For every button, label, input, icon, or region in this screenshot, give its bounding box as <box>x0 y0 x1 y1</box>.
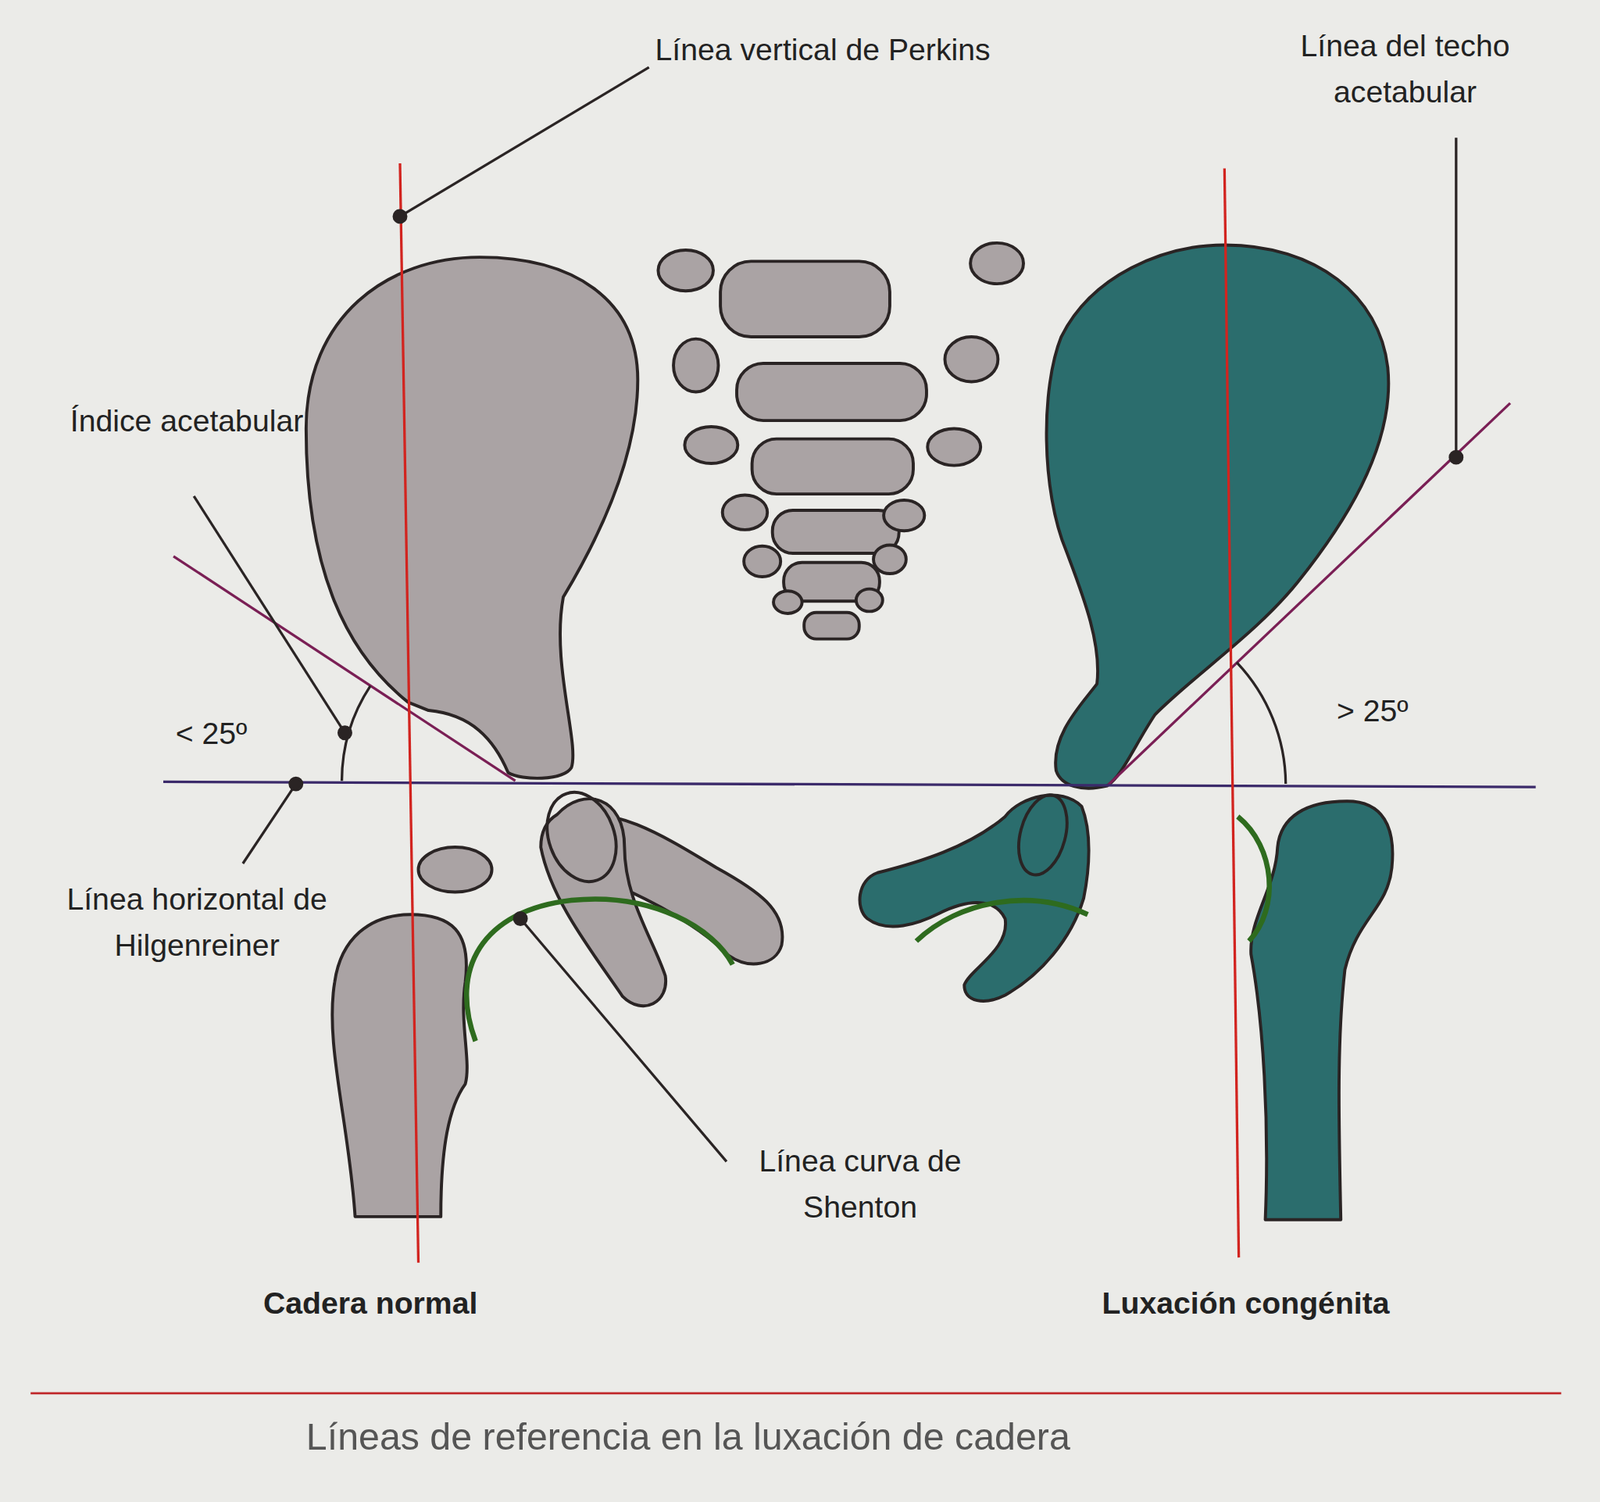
figure-caption: Líneas de referencia en la luxación de c… <box>306 1407 1071 1465</box>
hilgenreiner-label: Línea horizontal de Hilgenreiner <box>28 875 366 968</box>
angle-value: > 25º <box>1336 687 1450 734</box>
acetabular-roof-label: Línea del techo acetabular <box>1246 22 1564 115</box>
perkins-label: Línea vertical de Perkins <box>655 26 1125 73</box>
shenton-label: Línea curva de Shenton <box>732 1137 989 1230</box>
acetabular-index-label: Índice acetabular <box>69 397 304 444</box>
panel-title: Luxación congénita <box>1102 1279 1511 1326</box>
angle-value: < 25º <box>175 710 289 757</box>
panel-title: Cadera normal <box>263 1279 590 1326</box>
